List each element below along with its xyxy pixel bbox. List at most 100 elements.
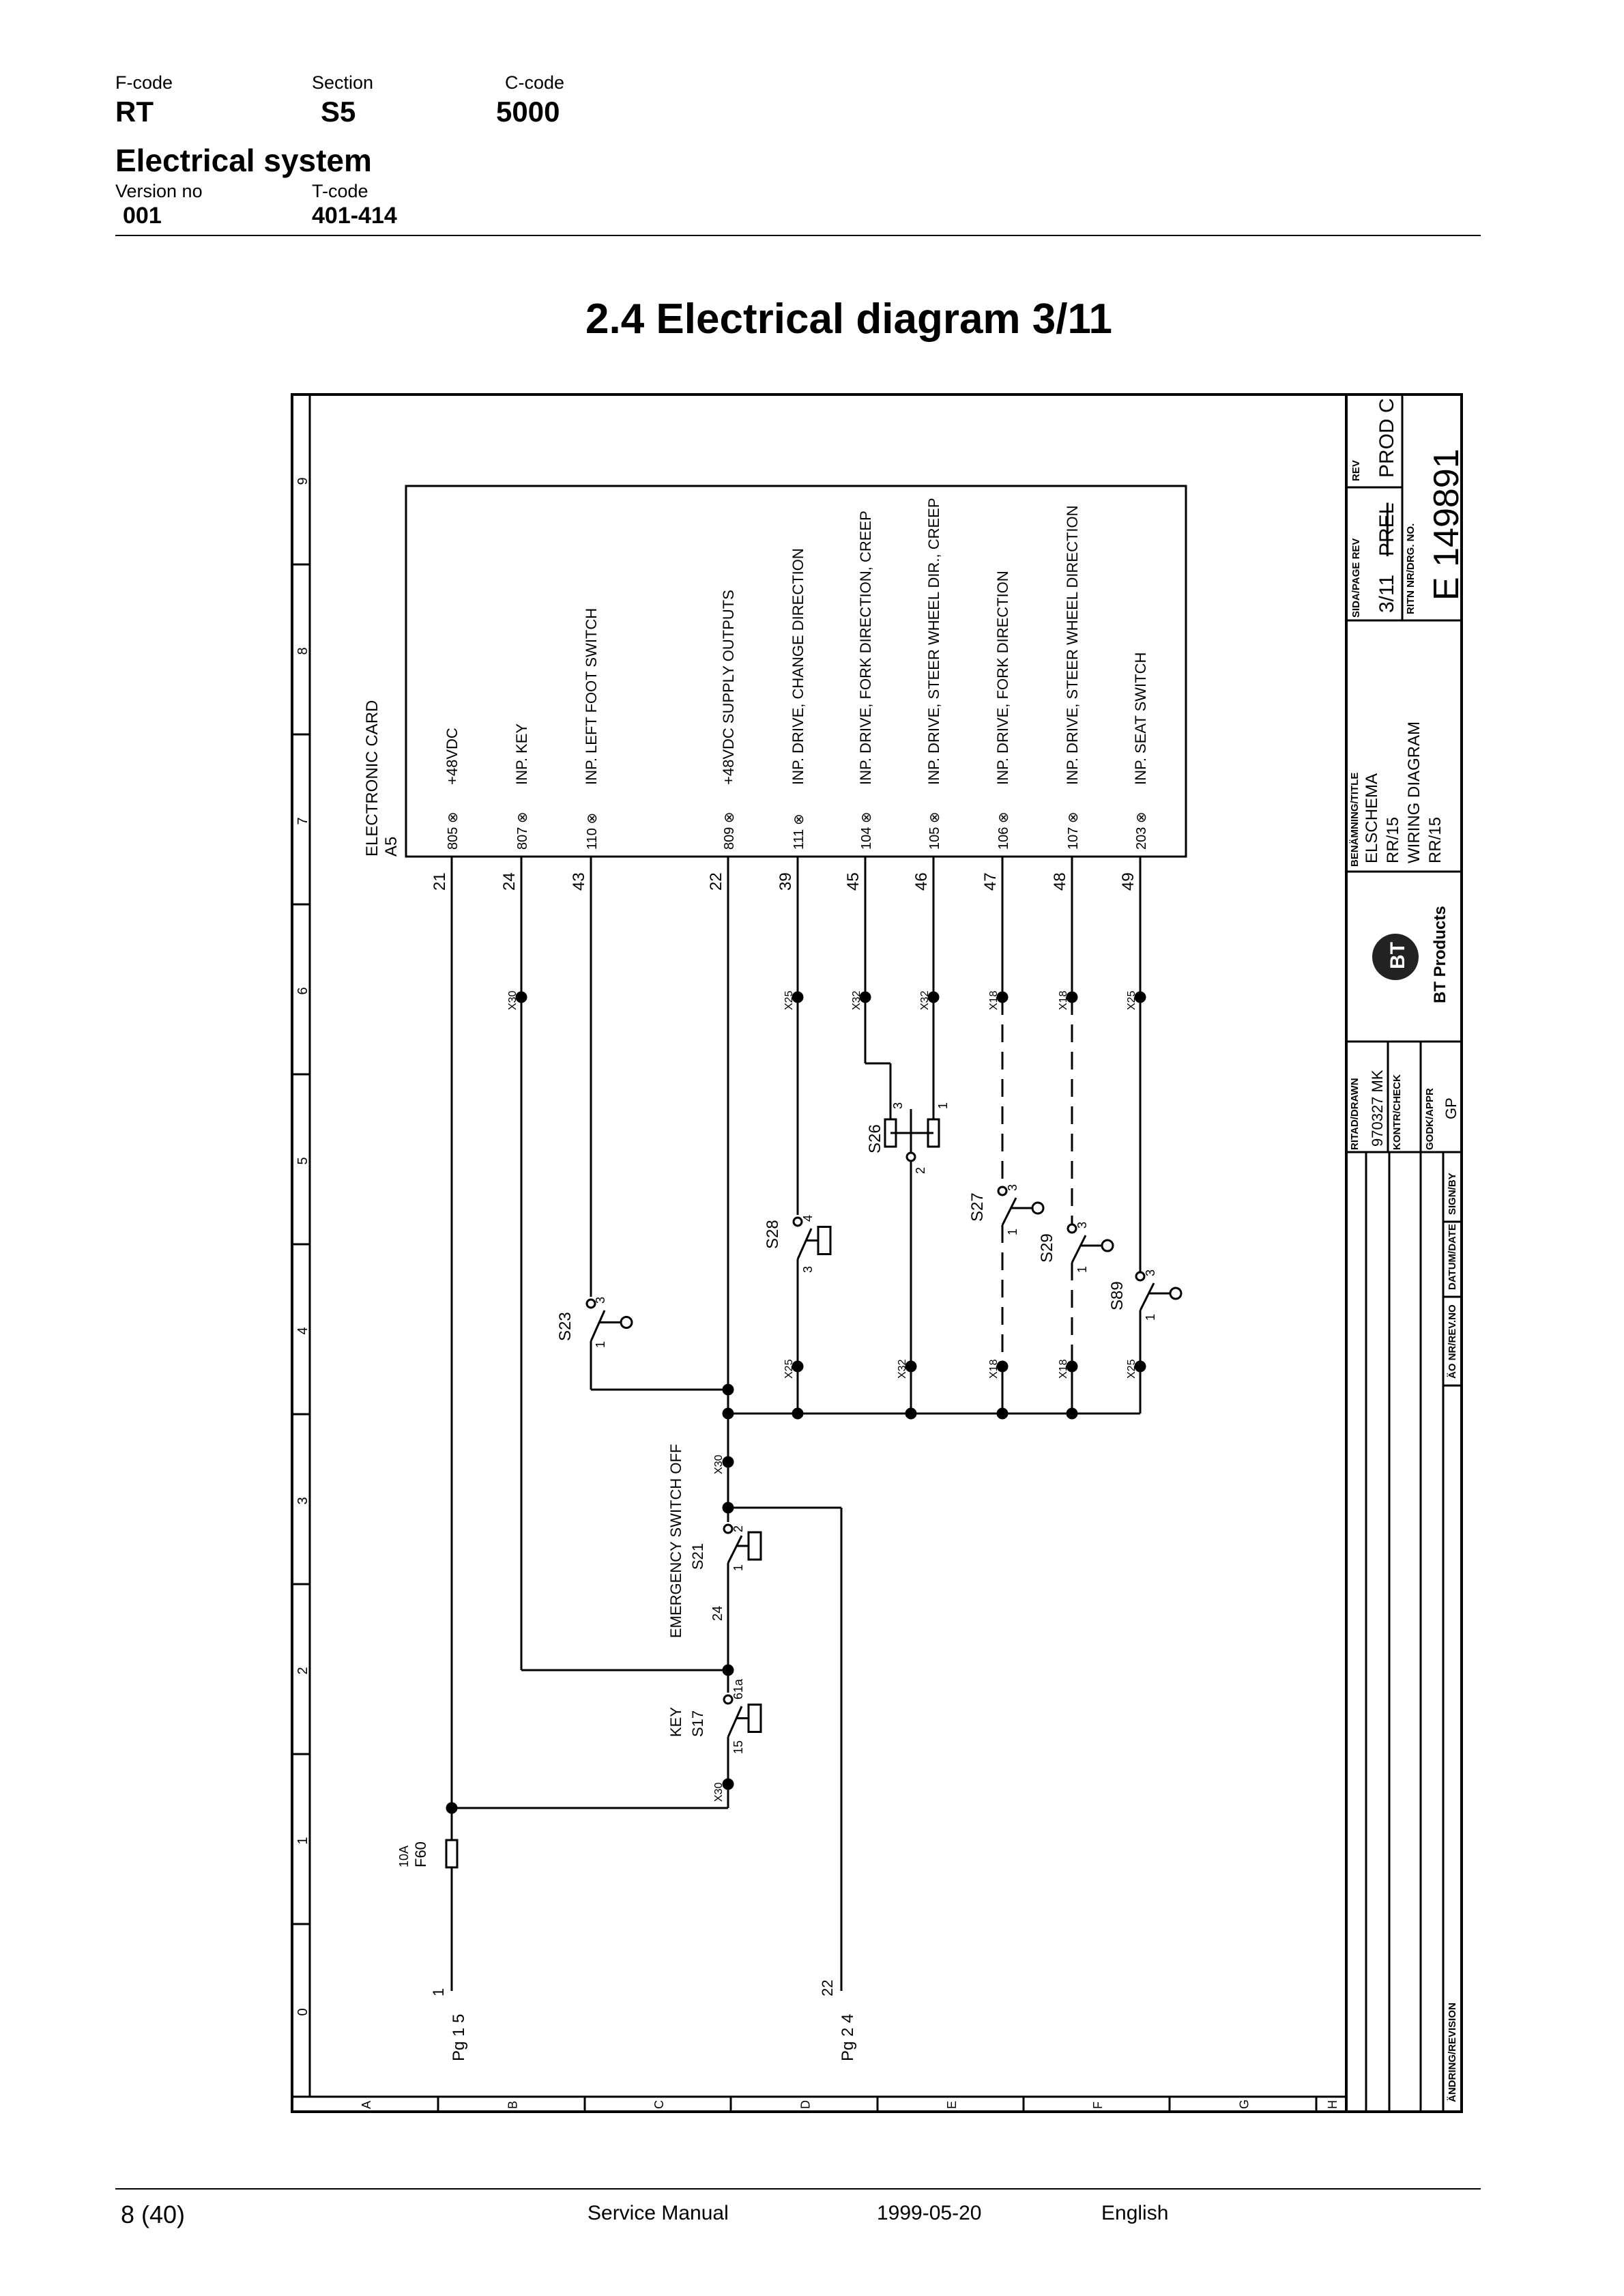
switch-s21-desc: EMERGENCY SWITCH OFF <box>667 1444 684 1638</box>
footer-manual: Service Manual <box>588 2202 729 2224</box>
tb-drg-no: E 149891 <box>1427 448 1466 601</box>
electronic-card-box <box>405 485 1187 858</box>
switch-s21-name: S21 <box>689 1543 706 1570</box>
ruler-row-label: 1 <box>295 1837 310 1844</box>
terminal: 1 <box>1006 1229 1019 1235</box>
switch-s27-actuator-icon <box>1031 1201 1045 1215</box>
tcode-label: T-code <box>312 181 368 201</box>
junction-dot <box>792 1360 804 1373</box>
switch-s17-blade <box>727 1706 743 1738</box>
switch-s89-name: S89 <box>1108 1281 1127 1310</box>
ruler-row-label: 3 <box>295 1497 310 1504</box>
card-pin-number: 107 ⊗ <box>1066 812 1081 850</box>
wire-number: 48 <box>1051 872 1069 891</box>
switch-s28-blade <box>796 1228 813 1260</box>
terminal: 2 <box>731 1525 745 1532</box>
switch-s17-actuator-icon <box>747 1704 762 1733</box>
connector-label: X25 <box>783 1359 795 1379</box>
tb-ao-label: ÄO NR/REV.NO <box>1447 1304 1458 1379</box>
switch-s27-contact <box>997 1186 1008 1196</box>
switch-s17-name: S17 <box>689 1710 706 1737</box>
ruler-col-label: F <box>1091 2101 1105 2109</box>
tb-page-rev-label: SIDA/PAGE REV <box>1350 539 1362 618</box>
switch-s89-actuator-icon <box>1169 1287 1183 1300</box>
card-pin-label: INP. SEAT SWITCH <box>1132 652 1149 785</box>
drawing-frame <box>291 393 1463 2113</box>
terminal: 2 <box>914 1167 927 1174</box>
tb-page: 3/11 <box>1376 575 1398 613</box>
section-label: Section <box>312 72 374 93</box>
terminal: 1 <box>1144 1314 1157 1321</box>
connector-label: X32 <box>897 1359 908 1379</box>
fuse-rating: 10A <box>397 1846 411 1867</box>
terminal: 61a <box>731 1678 745 1699</box>
switch-s21-actuator-icon <box>747 1531 762 1561</box>
tb-title-line-3: WIRING DIAGRAM <box>1405 721 1423 863</box>
grid-ruler <box>292 563 1318 2112</box>
connector-label: X30 <box>507 990 519 1010</box>
titleblock-lines <box>1346 394 1462 2112</box>
switch-s27-name: S27 <box>968 1192 987 1222</box>
wire-number: 22 <box>707 872 725 891</box>
terminal: 1 <box>594 1341 607 1348</box>
ccode-value: 5000 <box>496 96 560 128</box>
ruler-col-label: D <box>799 2100 813 2109</box>
terminal: 1 <box>936 1102 950 1109</box>
fuse-name: F60 <box>412 1841 429 1867</box>
card-pin-label: INP. DRIVE, STEER WHEEL DIRECTION <box>1064 505 1081 785</box>
junction-dot <box>1134 1360 1146 1373</box>
card-pin-number: 809 ⊗ <box>722 812 737 850</box>
switch-s89-contact <box>1135 1271 1146 1282</box>
tcode-value: 401-414 <box>312 203 397 229</box>
switch-s28-name: S28 <box>764 1220 782 1249</box>
switch-s28-contact <box>792 1216 803 1227</box>
terminal: 1 <box>731 1564 745 1571</box>
tb-appr-label: GODK/APPR <box>1424 1088 1436 1150</box>
card-pin-number: 110 ⊗ <box>585 813 600 850</box>
wire-number: 24 <box>500 872 519 891</box>
tb-title-line-1: ELSCHEMA <box>1363 773 1381 863</box>
ruler-col-label: B <box>506 2101 520 2109</box>
terminal: 3 <box>891 1102 905 1109</box>
connector-label: X32 <box>851 990 862 1010</box>
wire-number: 21 <box>431 872 449 891</box>
junction-dot <box>792 991 804 1003</box>
card-pin-number: 111 ⊗ <box>792 814 807 850</box>
tb-sign-label: SIGN/BY <box>1447 1173 1458 1215</box>
tb-drg-label: RITN NR/DRG. NO. <box>1405 523 1417 614</box>
switch-s28-actuator-icon <box>817 1226 832 1255</box>
terminal: 1 <box>1075 1266 1089 1273</box>
ruler-row-label: 9 <box>295 477 310 485</box>
section-value: S5 <box>321 96 356 128</box>
switch-s29-actuator-icon <box>1101 1239 1114 1252</box>
switch-s17-contact <box>723 1694 734 1705</box>
connector-label: X30 <box>713 1454 725 1474</box>
ref-page-1: Pg 1 5 <box>450 2014 468 2061</box>
ruler-row-label: 4 <box>295 1327 310 1334</box>
tb-appr: GP <box>1442 1097 1460 1119</box>
connector-label: X18 <box>1058 990 1069 1010</box>
ruler-col-label: G <box>1238 2099 1251 2109</box>
junction-dot <box>722 1456 734 1468</box>
tb-revision-label: ÄNDRING/REVISION <box>1447 2003 1458 2102</box>
wire-number: 43 <box>570 872 588 891</box>
card-pin-number: 203 ⊗ <box>1134 812 1149 850</box>
fuse-f60 <box>445 1839 459 1869</box>
fcode-label: F-code <box>115 72 173 93</box>
card-pin-label: INP. DRIVE, STEER WHEEL DIR., CREEP <box>925 498 942 785</box>
terminal: 3 <box>1075 1222 1089 1229</box>
card-pin-label: INP. LEFT FOOT SWITCH <box>583 608 600 785</box>
junction-dot <box>859 991 871 1003</box>
connector-label: X18 <box>1058 1359 1069 1379</box>
junction-dot <box>905 1360 917 1373</box>
switch-s23-blade <box>590 1310 606 1342</box>
page-title: 2.4 Electrical diagram 3/11 <box>585 296 1113 343</box>
version-value: 001 <box>123 203 162 229</box>
switch-s29-name: S29 <box>1038 1233 1056 1263</box>
ref-wire-1: 1 <box>430 1988 447 1996</box>
junction-dot <box>1134 991 1146 1003</box>
tb-drawn: 970327 MK <box>1369 1070 1386 1147</box>
tb-title-line-2: RR/15 <box>1384 817 1402 863</box>
footer-language: English <box>1101 2202 1169 2224</box>
